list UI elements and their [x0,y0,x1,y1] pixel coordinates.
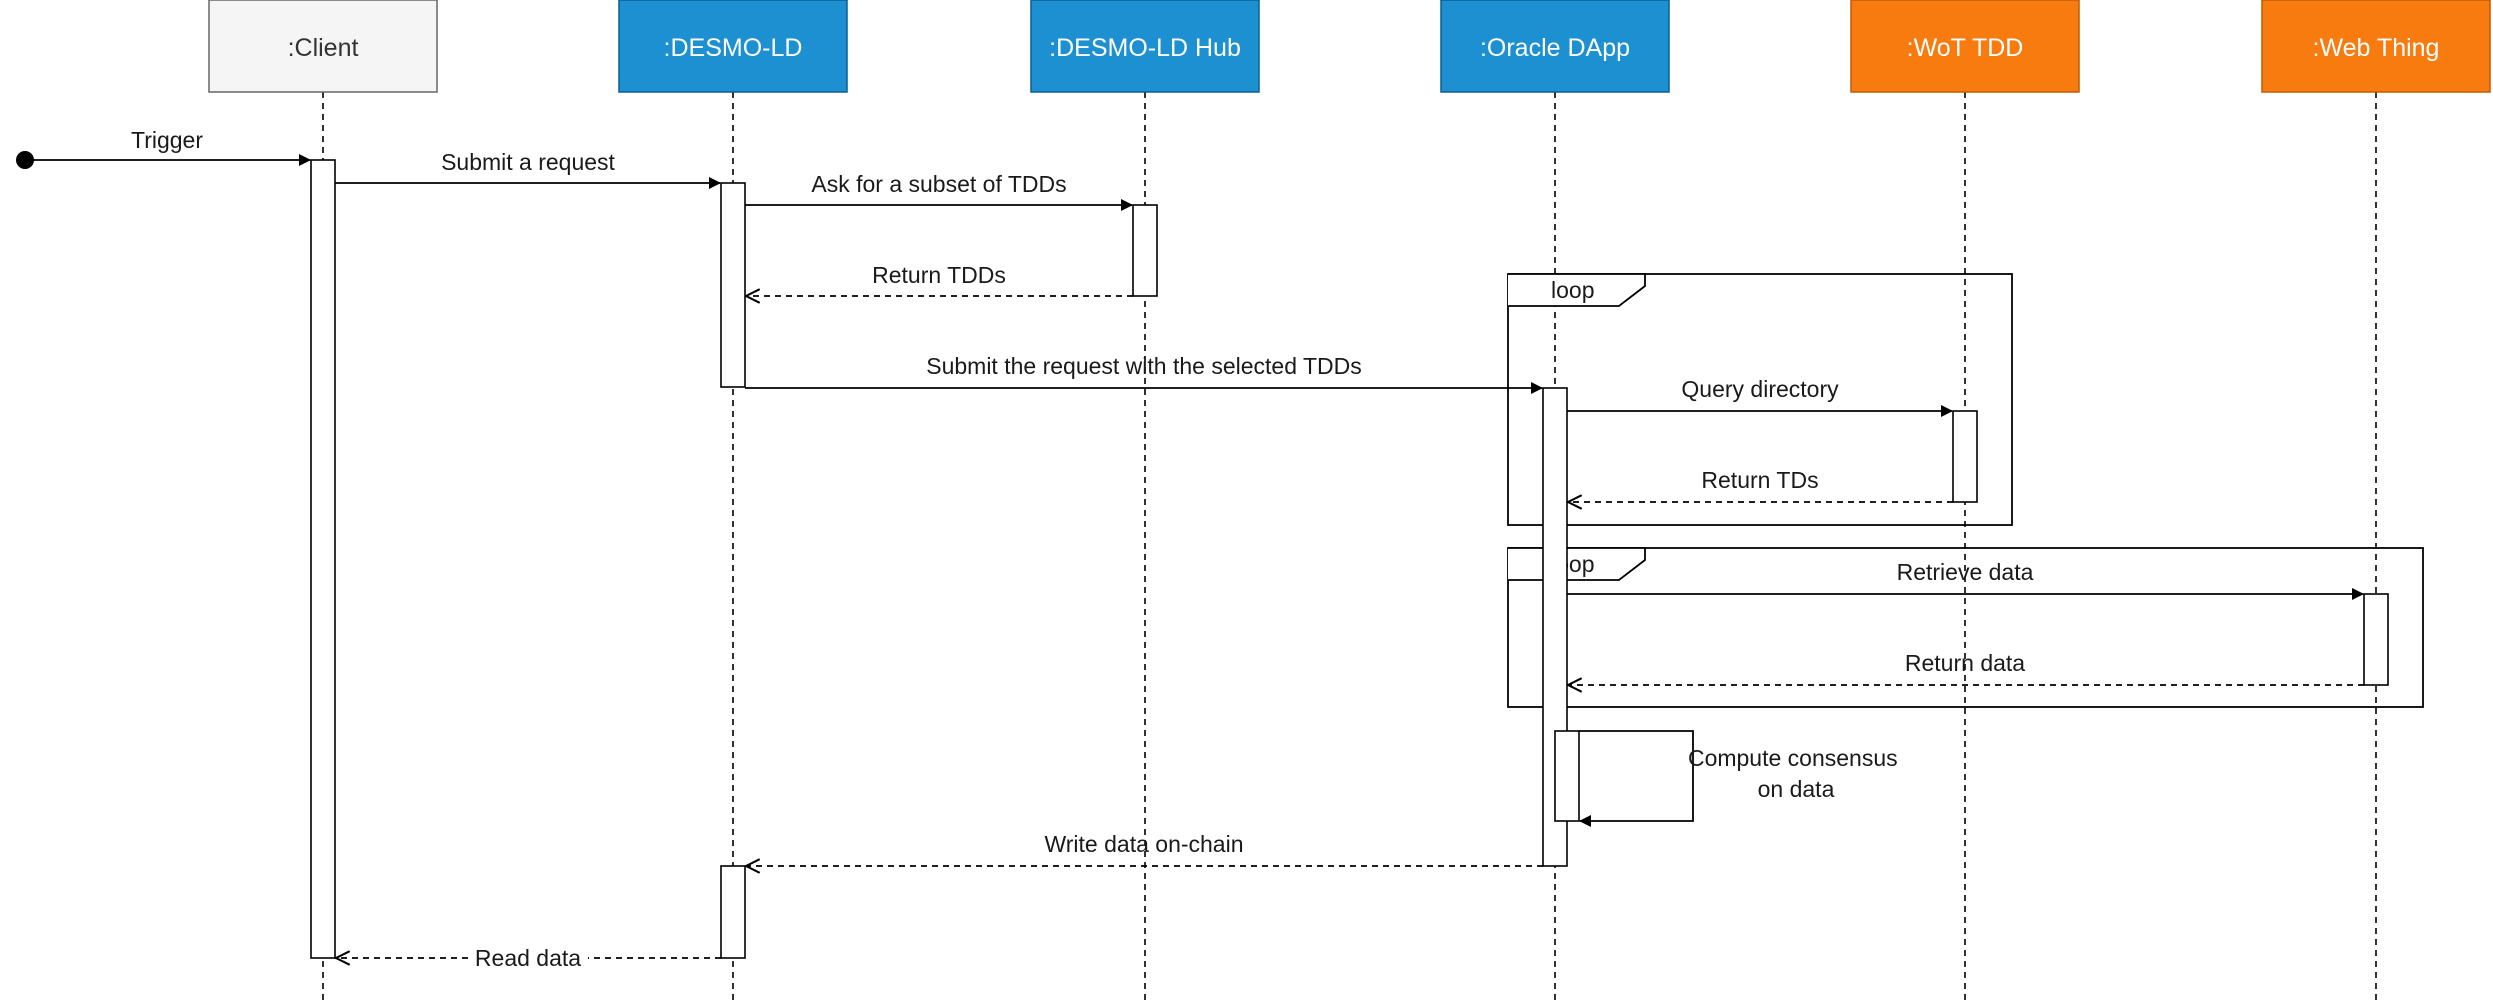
activation-desmo-ld-hub [1132,204,1158,297]
message-retrieve-data: Retrieve data [1567,559,2364,600]
participant-label: :WoT TDD [1907,34,2024,62]
participant-label: :Oracle DApp [1480,34,1630,62]
loop-frame-label: loop [1551,277,1594,303]
message-label: Write data on-chain [1044,831,1243,857]
participant-box [1850,0,2080,93]
message-label: Return TDs [1701,467,1818,493]
loop-frame-border [1507,273,2013,526]
message-label: Read data [475,945,581,971]
loop-frame-1: loop [1507,273,2013,526]
message-query-directory: Query directory [1567,376,1953,417]
participant-wot-tdd: :WoT TDD [1850,0,2080,93]
activation-oracle-dapp-self [1554,730,1580,822]
participant-box [1440,0,1670,93]
message-label: Submit the request with the selected TDD… [926,353,1362,379]
message-label: Return TDDs [872,262,1006,288]
participant-desmo-ld: :DESMO-LD [618,0,848,93]
participant-label: :Web Thing [2313,34,2440,62]
message-label-line: Compute consensus [1688,745,1898,771]
participant-box [2261,0,2491,93]
participant-desmo-ld-hub: :DESMO-LD Hub [1030,0,1260,93]
participant-label: :DESMO-LD [664,34,803,62]
message-label: Retrieve data [1897,559,2034,585]
activation-desmo-ld-1 [720,182,746,388]
participant-label: :Client [288,34,359,62]
activation-desmo-ld-2 [720,865,746,959]
participant-label: :DESMO-LD Hub [1049,34,1241,62]
activation-web-thing [2363,593,2389,686]
self-message-arrow [1579,730,1694,827]
message-label: Return data [1905,650,2025,676]
message-label-line: on data [1758,776,1835,802]
message-read-data: Read data [336,942,721,972]
message-label: Query directory [1681,376,1839,402]
participant-web-thing: :Web Thing [2261,0,2491,93]
message-label: Compute consensus on data [1688,745,1904,802]
message-ask-subset: Ask for a subset of TDDs [745,171,1133,211]
message-label-bg [470,942,588,972]
participant-client: :Client [208,0,438,93]
activation-client [310,159,336,959]
message-compute-consensus: Compute consensus on data [1579,730,1904,827]
activation-wot-tdd [1952,410,1978,503]
loop-frame-tab [1508,273,1646,307]
message-return-data: Return data [1568,650,2364,685]
participant-box [208,0,438,93]
loop-frame-border [1507,547,2424,708]
message-return-tdds: Return TDDs [746,262,1133,296]
message-submit-request: Submit a request [335,149,721,189]
message-submit-selected: Submit the request with the selected TDD… [745,353,1543,394]
participant-oracle-dapp: :Oracle DApp [1440,0,1670,93]
message-label: Ask for a subset of TDDs [811,171,1066,197]
participant-box [1030,0,1260,93]
message-write-data: Write data on-chain [746,831,1543,866]
message-return-tds: Return TDs [1568,467,1953,502]
message-trigger: Trigger [16,127,311,169]
participant-box [618,0,848,93]
message-label: Trigger [131,127,203,153]
message-label: Submit a request [441,149,615,175]
activations [310,159,2389,959]
